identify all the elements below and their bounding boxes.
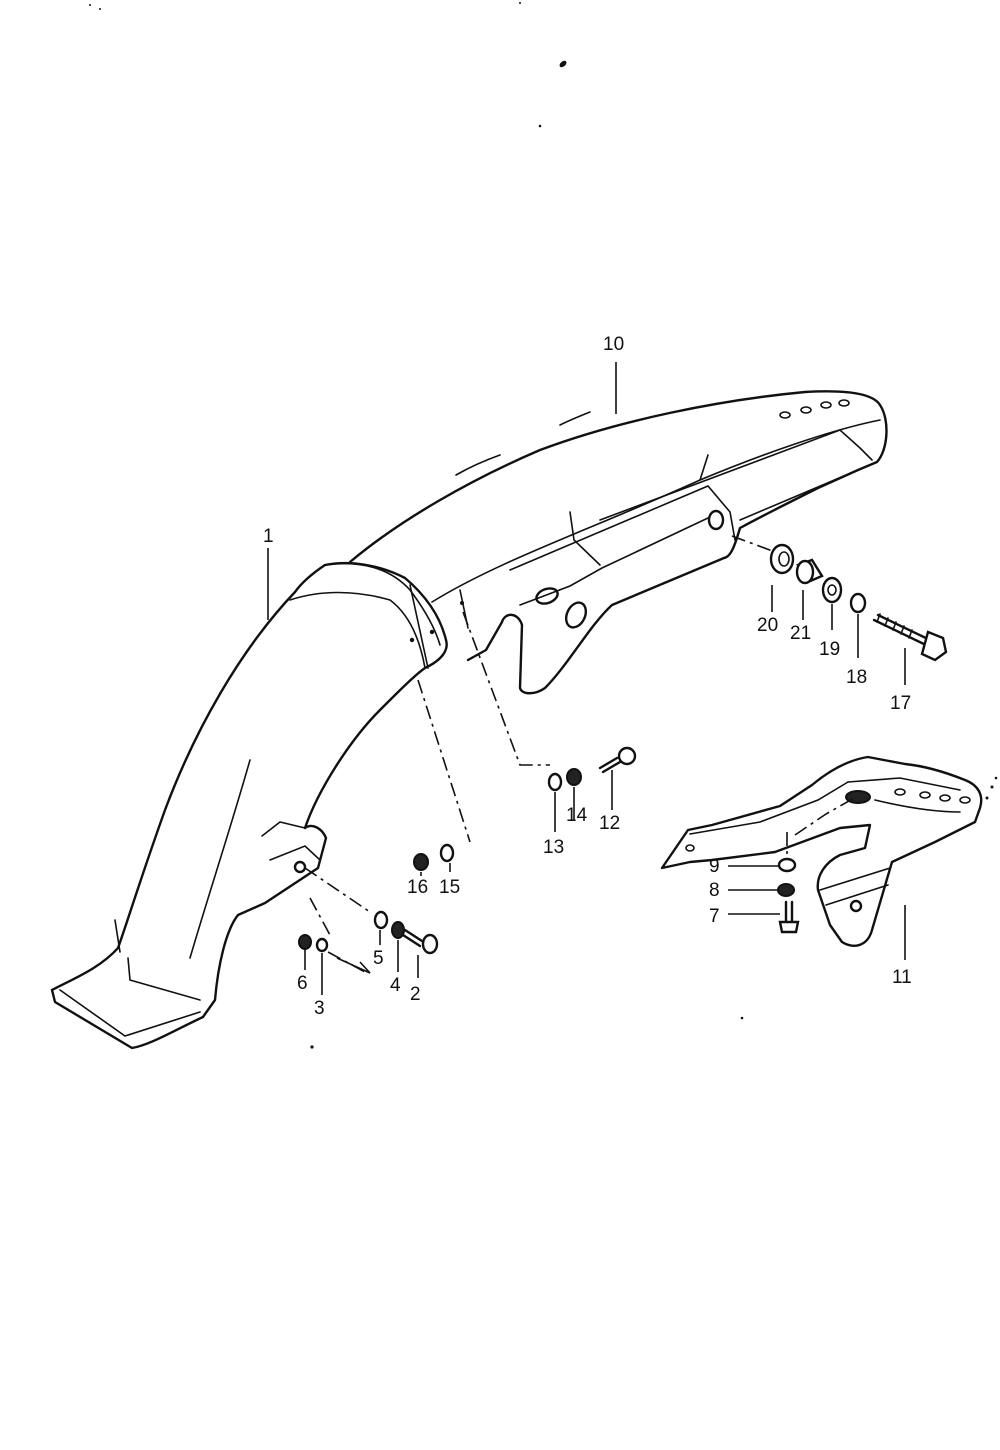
washer-hw-13 [547, 772, 563, 792]
callout-16: 16 [407, 877, 428, 898]
callout-6: 6 [297, 973, 308, 994]
bolt-hw-12 [598, 746, 637, 774]
callout-1: 1 [263, 526, 274, 547]
grommet-hw [769, 543, 795, 575]
callout-13: 13 [543, 837, 564, 858]
callout-5: 5 [373, 948, 384, 969]
nut-hw-6 [298, 934, 312, 950]
hardware [298, 543, 948, 955]
nut-hw-14 [566, 768, 582, 786]
callout-15: 15 [439, 877, 460, 898]
callout-8: 8 [709, 880, 720, 901]
scan-specks [89, 2, 744, 1049]
washer-hw-9 [777, 857, 797, 873]
callout-12: 12 [599, 813, 620, 834]
washer-hw-3 [315, 937, 329, 953]
rear-fender-lower-part [50, 561, 448, 1050]
callout-19: 19 [819, 639, 840, 660]
callout-18: 18 [846, 667, 867, 688]
callout-4: 4 [390, 975, 401, 996]
rear-fender-upper-part [348, 390, 888, 695]
callout-11: 11 [892, 967, 912, 988]
lock-washer-hw-18 [849, 592, 867, 614]
callout-20: 20 [757, 615, 778, 636]
bolt-hw-7 [778, 900, 800, 934]
callout-2: 2 [410, 984, 421, 1005]
callout-3: 3 [314, 998, 325, 1019]
leader-lines [267, 362, 906, 995]
nut-hw-8 [777, 883, 795, 897]
callout-labels: 1 10 20 21 19 18 17 12 13 14 15 16 5 4 2… [263, 334, 912, 1019]
assembly-lines [304, 535, 857, 974]
callout-10: 10 [603, 334, 624, 355]
nut-hw-16 [413, 853, 429, 871]
callout-21: 21 [790, 623, 811, 644]
collar-hw [795, 558, 824, 585]
washer-hw-15 [439, 843, 455, 863]
bolt-hw-2 [401, 928, 439, 955]
washer-hw-5 [373, 910, 389, 930]
washer-hw-19 [821, 576, 843, 604]
carrier-bracket-part [660, 755, 998, 947]
callout-17: 17 [890, 693, 911, 714]
callout-9: 9 [709, 856, 720, 877]
callout-14: 14 [566, 805, 588, 826]
long-bolt-hw [872, 613, 948, 662]
callout-7: 7 [709, 906, 720, 927]
